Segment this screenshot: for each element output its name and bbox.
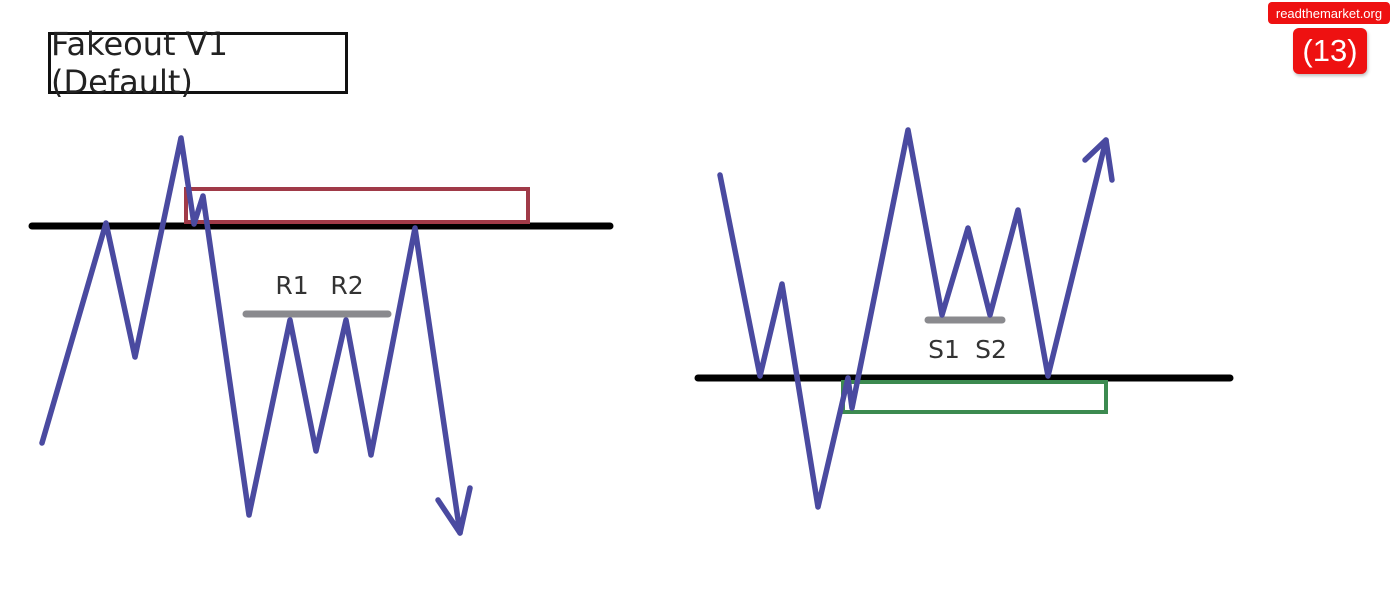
up-arrow-head — [1082, 137, 1115, 183]
slide-number-badge: (13) — [1293, 28, 1367, 74]
label-r1: R1 — [275, 271, 308, 300]
right-scenario: S1 S2 — [694, 127, 1234, 510]
diagram-title-box: Fakeout V1 (Default) — [48, 25, 348, 101]
slide-number-text: (13) — [1302, 33, 1358, 68]
left-price-path — [39, 135, 463, 536]
down-arrow-head — [435, 485, 473, 536]
label-r2: R2 — [330, 271, 363, 300]
right-fakeout-zone — [841, 380, 1108, 414]
left-fakeout-zone — [184, 187, 530, 224]
label-s1: S1 — [928, 335, 960, 364]
site-watermark-badge: readthemarket.org — [1268, 2, 1390, 24]
site-watermark-text: readthemarket.org — [1275, 5, 1383, 21]
diagram-title: Fakeout V1 (Default) — [51, 25, 228, 101]
label-s2: S2 — [975, 335, 1007, 364]
right-price-path — [717, 127, 1109, 510]
left-scenario: R1 R2 — [28, 135, 614, 536]
